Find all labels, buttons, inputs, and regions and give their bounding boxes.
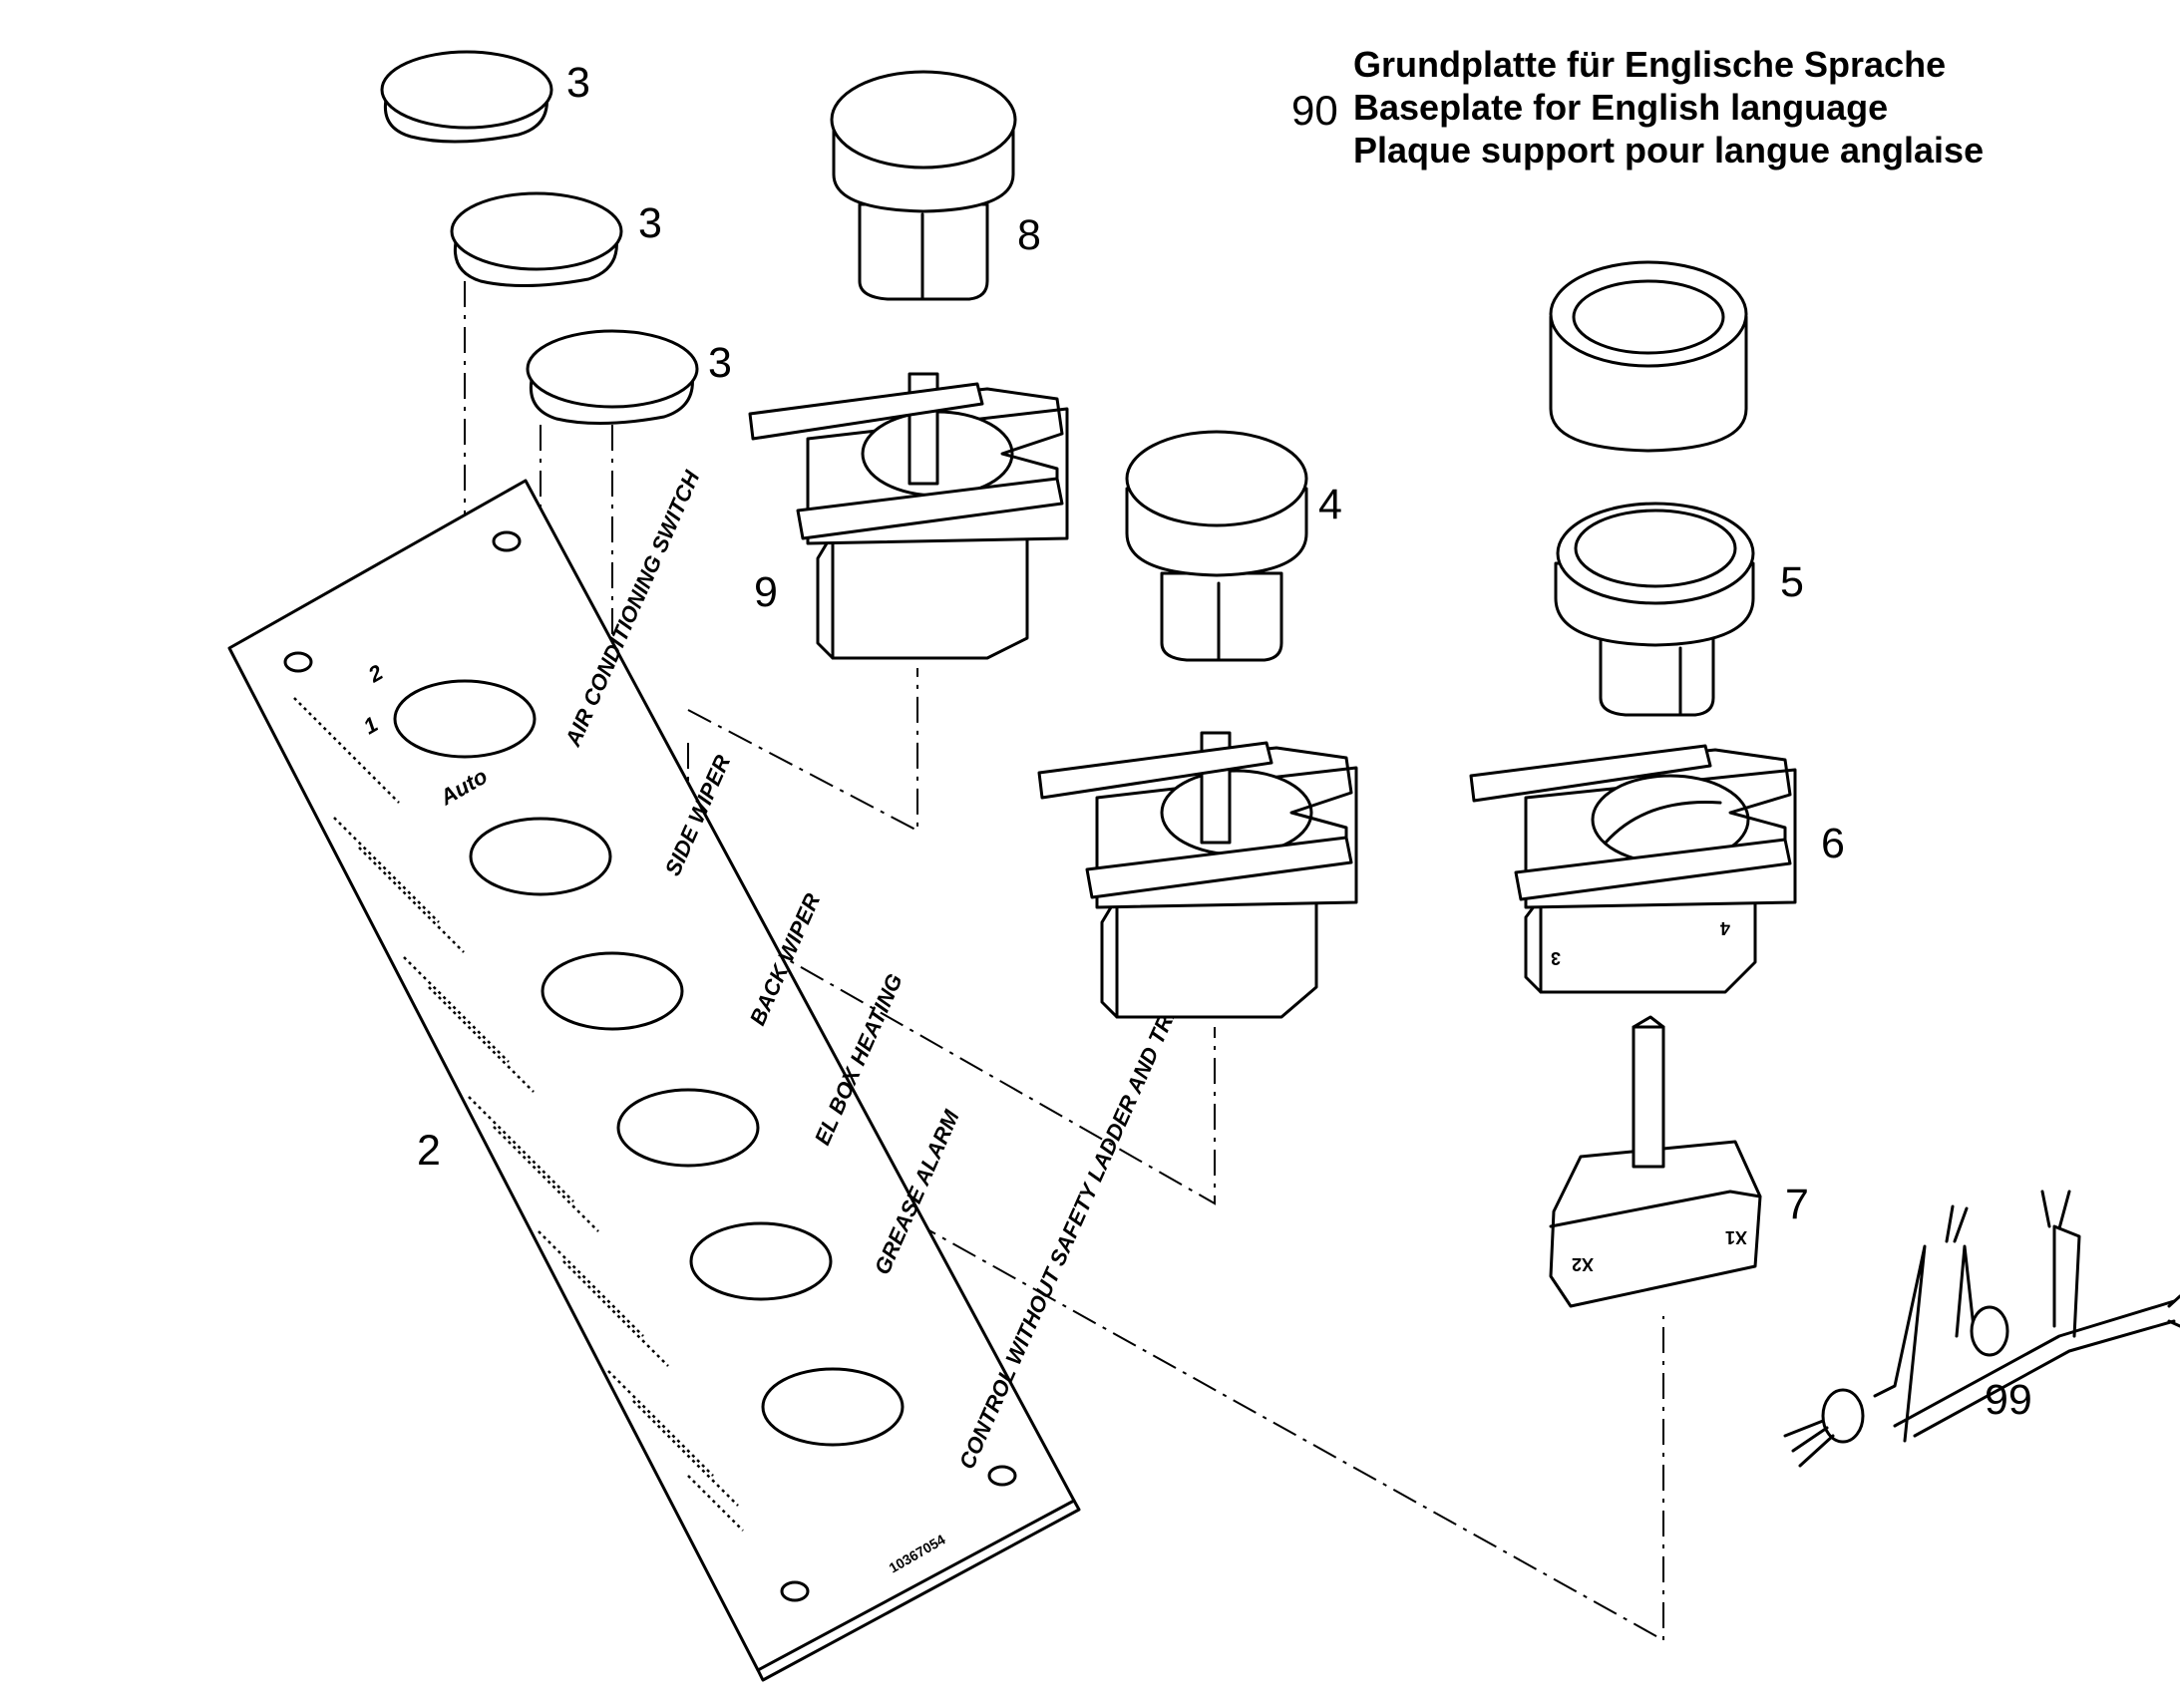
part-number-3c: 3 xyxy=(708,339,732,387)
caption-line-en: Baseplate for English language xyxy=(1353,87,1888,128)
part-number-2: 2 xyxy=(417,1127,441,1175)
contact-mark-x1: X1 xyxy=(1725,1227,1747,1247)
contact-mark-3: 3 xyxy=(1551,948,1561,968)
caption-number: 90 xyxy=(1291,87,1338,134)
part-number-3b: 3 xyxy=(638,199,662,247)
baseplate: AIR CONDITIONING SWITCH SIDE WIPER BACK … xyxy=(227,466,1191,1682)
knob-4: 4 xyxy=(1125,430,1342,662)
part-number-99: 99 xyxy=(1985,1376,2032,1424)
caption-line-de: Grundplatte für Englische Sprache xyxy=(1353,44,1946,85)
part-number-7: 7 xyxy=(1785,1181,1809,1228)
switch-body-middle xyxy=(1037,731,1358,1019)
switch-hole xyxy=(541,951,684,1031)
part-number-9: 9 xyxy=(754,568,778,616)
cap-3c: 3 xyxy=(526,329,732,426)
cap-3a: 3 xyxy=(380,50,590,144)
switch-body-9: 9 xyxy=(748,372,1069,660)
cap-3b: 3 xyxy=(450,191,662,288)
lens-5: 5 xyxy=(1554,502,1804,717)
part-number-8: 8 xyxy=(1017,211,1041,259)
contact-mark-4: 4 xyxy=(1720,918,1730,938)
switch-hole xyxy=(689,1221,833,1301)
label-hatch-area xyxy=(293,697,744,1532)
switch-hole xyxy=(469,817,612,896)
part-number-4: 4 xyxy=(1318,481,1342,528)
mounting-hole xyxy=(987,1465,1017,1487)
caption-block: 90 Grundplatte für Englische Sprache Bas… xyxy=(1291,44,1984,171)
holder-6: 3 4 6 xyxy=(1469,744,1845,994)
part-number-5: 5 xyxy=(1780,558,1804,606)
contact-mark-x2: X2 xyxy=(1572,1254,1594,1274)
ring-5 xyxy=(1549,260,1748,453)
mounting-hole xyxy=(283,651,313,673)
mounting-hole xyxy=(780,1580,810,1602)
switch-hole xyxy=(761,1367,905,1447)
contact-block-7: X2 X1 7 xyxy=(1549,1015,1809,1308)
switch-hole xyxy=(616,1088,760,1168)
plate-label-control: CONTROL WITHOUT SAFETY LADDER AND TRAP xyxy=(954,983,1191,1473)
caption-line-fr: Plaque support pour langue anglaise xyxy=(1353,130,1984,171)
cable-99: 99 xyxy=(1783,1190,2180,1468)
part-number-3a: 3 xyxy=(566,59,590,107)
mounting-hole xyxy=(492,530,522,552)
knob-8: 8 xyxy=(830,70,1041,301)
switch-hole xyxy=(393,679,537,759)
part-number-6: 6 xyxy=(1821,820,1845,867)
